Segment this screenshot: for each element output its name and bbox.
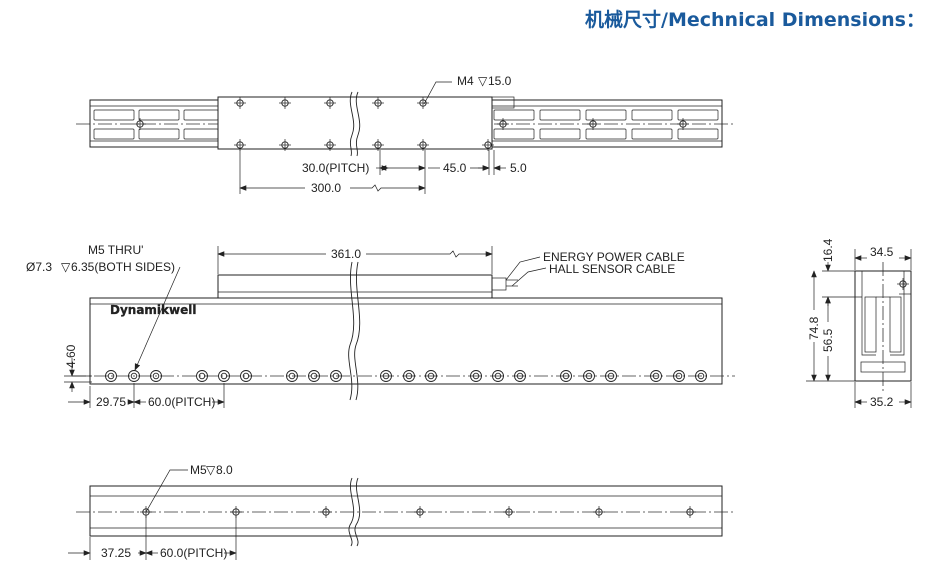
top-dim-45: 45.0 — [443, 161, 467, 175]
bottom-dim-37-25: 37.25 — [101, 546, 131, 560]
side-view: 16.4 34.5 74.8 56.5 35.2 — [806, 238, 912, 409]
front-dim-361: 361.0 — [331, 247, 361, 261]
top-dim-5: 5.0 — [510, 161, 527, 175]
cbore-label: Ø7.3 — [26, 260, 52, 274]
bottom-hole-callout: M5 — [190, 463, 207, 477]
cbore-depth: 6.35(BOTH SIDES) — [71, 260, 175, 274]
front-dim-4-60: 4.60 — [64, 344, 78, 368]
brand-logo: Dynamikwell — [110, 303, 196, 317]
hall-sensor-cable-label: HALL SENSOR CABLE — [549, 262, 675, 276]
page-title: 机械尺寸/Mechnical Dimensions： — [585, 9, 925, 31]
side-dim-34-5: 34.5 — [870, 245, 894, 259]
side-dim-16-4: 16.4 — [821, 238, 835, 262]
side-dim-56-5: 56.5 — [821, 328, 835, 352]
top-hole-callout: M4 — [457, 74, 474, 88]
bottom-pitch-label: 60.0(PITCH) — [160, 546, 227, 560]
svg-text:▽: ▽ — [478, 74, 488, 88]
top-pitch-label: 30.0(PITCH) — [302, 161, 369, 175]
front-dim-29-75: 29.75 — [96, 395, 126, 409]
bottom-view: M5 ▽ 8.0 37.25 60.0(PITCH) — [68, 463, 735, 560]
top-dim-300: 300.0 — [311, 181, 341, 195]
thru-label: M5 THRU' — [88, 243, 143, 257]
svg-text:▽: ▽ — [61, 260, 71, 274]
side-dim-74-8: 74.8 — [807, 316, 821, 340]
front-view: Dynamikwell 361.0 ENERGY POWER CABLE H — [26, 243, 735, 409]
bottom-hole-depth: 8.0 — [216, 463, 233, 477]
side-dim-35-2: 35.2 — [870, 395, 894, 409]
front-pitch-label: 60.0(PITCH) — [148, 395, 215, 409]
top-view: M4 ▽ 15.0 30.0(PITCH) 45.0 5.0 300.0 — [76, 74, 735, 195]
top-hole-depth: 15.0 — [488, 74, 512, 88]
svg-text:▽: ▽ — [206, 463, 216, 477]
energy-power-cable-label: ENERGY POWER CABLE — [543, 250, 685, 264]
